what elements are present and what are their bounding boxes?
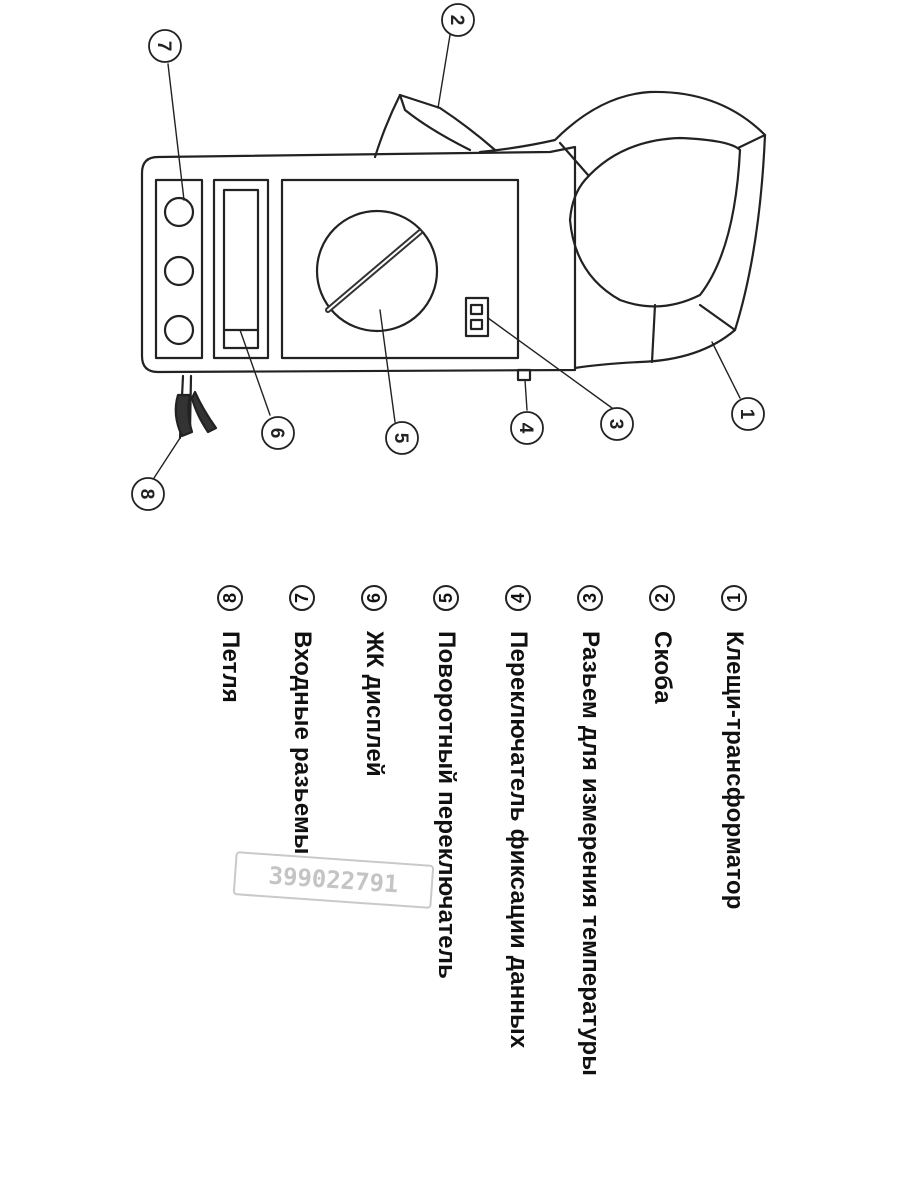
legend-label: Разьем для измерения температуры [577, 631, 604, 1077]
legend-number: 3 [577, 585, 603, 611]
lcd-display [212, 178, 270, 360]
input-jack-1 [163, 196, 195, 228]
data-hold-button [516, 368, 532, 382]
callout-3: 3 [605, 419, 626, 430]
legend-number: 8 [217, 585, 243, 611]
legend-item-2: 2 Скоба [648, 585, 676, 704]
callout-5: 5 [390, 433, 411, 444]
callout-7: 7 [153, 41, 174, 52]
parts-legend: 1 Клещи-трансформатор 2 Скоба 3 Разьем д… [0, 560, 900, 1200]
legend-item-8: 8 Петля [216, 585, 244, 703]
legend-label: Клещи-трансформатор [721, 631, 748, 910]
legend-number: 2 [649, 585, 675, 611]
legend-label: Поворотный переключатель [433, 631, 460, 980]
legend-label: ЖК дисплей [361, 631, 388, 777]
legend-number: 1 [721, 585, 747, 611]
input-jack-2 [163, 255, 195, 287]
legend-number: 7 [289, 585, 315, 611]
legend-item-3: 3 Разьем для измерения температуры [576, 585, 604, 1076]
input-jack-3 [163, 314, 195, 346]
callout-4: 4 [515, 423, 536, 434]
legend-item-7: 7 Входные разьемы [288, 585, 316, 855]
rotary-switch [315, 209, 439, 333]
rotary-switch-panel [280, 178, 520, 360]
legend-item-1: 1 Клещи-трансформатор [720, 585, 748, 910]
bracket [373, 93, 497, 159]
legend-label: Входные разьемы [289, 631, 316, 855]
callout-1: 1 [736, 409, 757, 420]
legend-number: 4 [505, 585, 531, 611]
temperature-socket [464, 296, 490, 338]
callout-8: 8 [136, 489, 157, 500]
legend-label: Скоба [649, 631, 676, 704]
legend-item-4: 4 Переключатель фиксации данных [504, 585, 532, 1048]
callout-6: 6 [266, 428, 287, 439]
clamp-meter-diagram: 7 2 1 3 4 5 6 8 [131, 3, 767, 511]
legend-item-6: 6 ЖК дисплей [360, 585, 388, 777]
input-jacks-panel [154, 178, 204, 360]
legend-label: Переключатель фиксации данных [505, 631, 532, 1049]
legend-number: 6 [361, 585, 387, 611]
legend-label: Петля [217, 631, 244, 703]
callout-2: 2 [446, 15, 467, 26]
clamp-jaw [478, 90, 767, 370]
meter-body [140, 145, 577, 374]
legend-number: 5 [433, 585, 459, 611]
legend-item-5: 5 Поворотный переключатель [432, 585, 460, 979]
clamp-opening [568, 136, 742, 308]
